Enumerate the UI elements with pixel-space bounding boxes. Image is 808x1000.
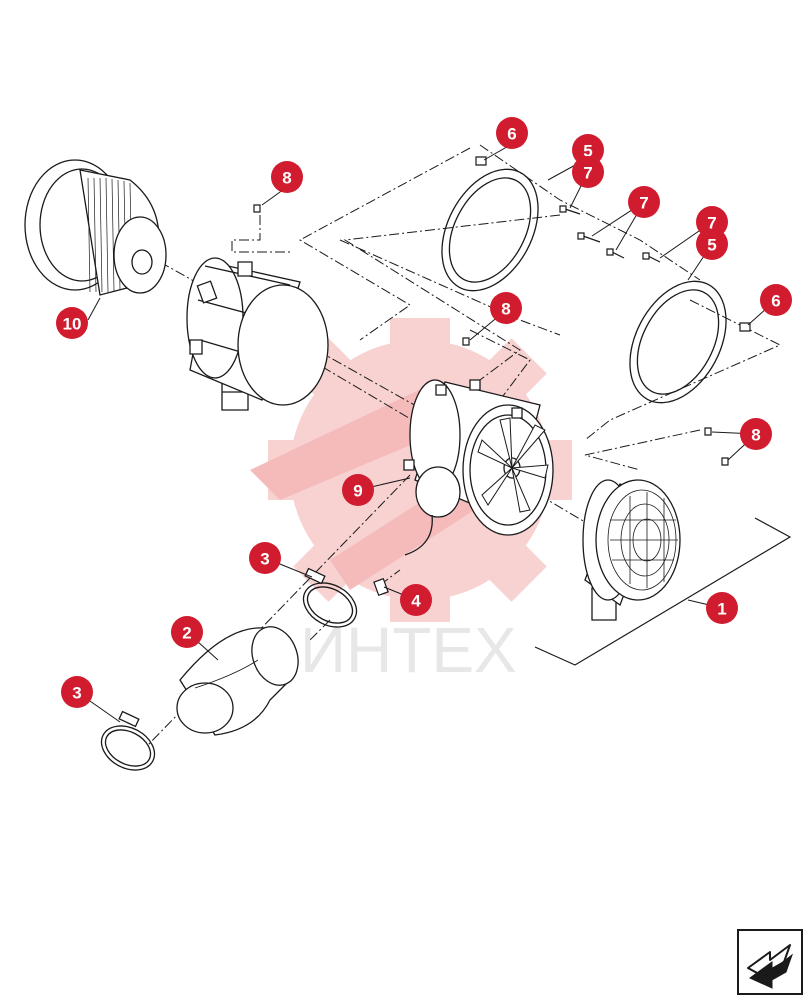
hose-clamp-upper	[296, 569, 364, 636]
blower-motor	[404, 380, 553, 555]
hardware	[254, 157, 750, 465]
watermark-text: ИНТЕХ	[300, 614, 517, 686]
bolt-d	[648, 256, 660, 262]
bolt-a	[565, 209, 580, 214]
callout-2[interactable]: 2	[171, 616, 203, 648]
svg-text:3: 3	[72, 684, 81, 703]
screw-b	[463, 338, 469, 345]
filter-cartridge	[25, 160, 166, 295]
callout-5-upper[interactable]: 5	[572, 134, 604, 166]
assembly-bracket	[534, 517, 792, 666]
callout-10[interactable]: 10	[56, 307, 88, 339]
svg-text:1: 1	[717, 600, 726, 619]
end-cover	[583, 480, 680, 620]
callout-4[interactable]: 4	[400, 584, 432, 616]
svg-text:7: 7	[639, 194, 648, 213]
pin-upper	[476, 157, 486, 165]
screw-c	[705, 428, 711, 435]
svg-text:9: 9	[353, 482, 362, 501]
callout-8-b[interactable]: 8	[490, 292, 522, 324]
next-page-arrow-icon[interactable]	[737, 929, 803, 995]
callout-8-a[interactable]: 8	[271, 161, 303, 193]
bolt-c	[612, 252, 624, 258]
callout-7-a[interactable]: 7	[572, 156, 604, 188]
svg-text:7: 7	[707, 214, 716, 233]
svg-text:6: 6	[771, 292, 780, 311]
pin-lower	[740, 323, 750, 331]
svg-text:8: 8	[751, 426, 760, 445]
callout-6-upper[interactable]: 6	[496, 117, 528, 149]
filter-housing	[187, 258, 328, 410]
screw-d	[722, 458, 728, 465]
svg-text:5: 5	[583, 142, 592, 161]
svg-text:8: 8	[282, 169, 291, 188]
callout-3-lower[interactable]: 3	[61, 676, 93, 708]
callout-7-b[interactable]: 7	[628, 186, 660, 218]
callout-5-lower[interactable]: 5	[696, 228, 728, 260]
svg-text:2: 2	[182, 624, 191, 643]
callout-8-c[interactable]: 8	[740, 418, 772, 450]
screw-a	[254, 205, 260, 212]
connector	[374, 579, 388, 596]
svg-text:6: 6	[507, 125, 516, 144]
hose-clamp-lower	[94, 712, 162, 779]
callouts: 1 2 3 3 4 5 5 6	[56, 117, 792, 708]
callout-3-upper[interactable]: 3	[249, 542, 281, 574]
bolt-b	[583, 236, 600, 242]
svg-text:8: 8	[501, 300, 510, 319]
svg-text:4: 4	[411, 592, 421, 611]
svg-text:5: 5	[707, 236, 716, 255]
callout-1[interactable]: 1	[706, 592, 738, 624]
svg-text:10: 10	[63, 315, 82, 334]
gasket-left	[422, 153, 557, 307]
svg-text:7: 7	[583, 164, 592, 183]
callout-7-c[interactable]: 7	[696, 206, 728, 238]
callout-6-lower[interactable]: 6	[760, 284, 792, 316]
gasket-right	[610, 265, 745, 419]
callout-9[interactable]: 9	[342, 474, 374, 506]
elbow-hose	[177, 620, 306, 735]
svg-text:3: 3	[260, 550, 269, 569]
